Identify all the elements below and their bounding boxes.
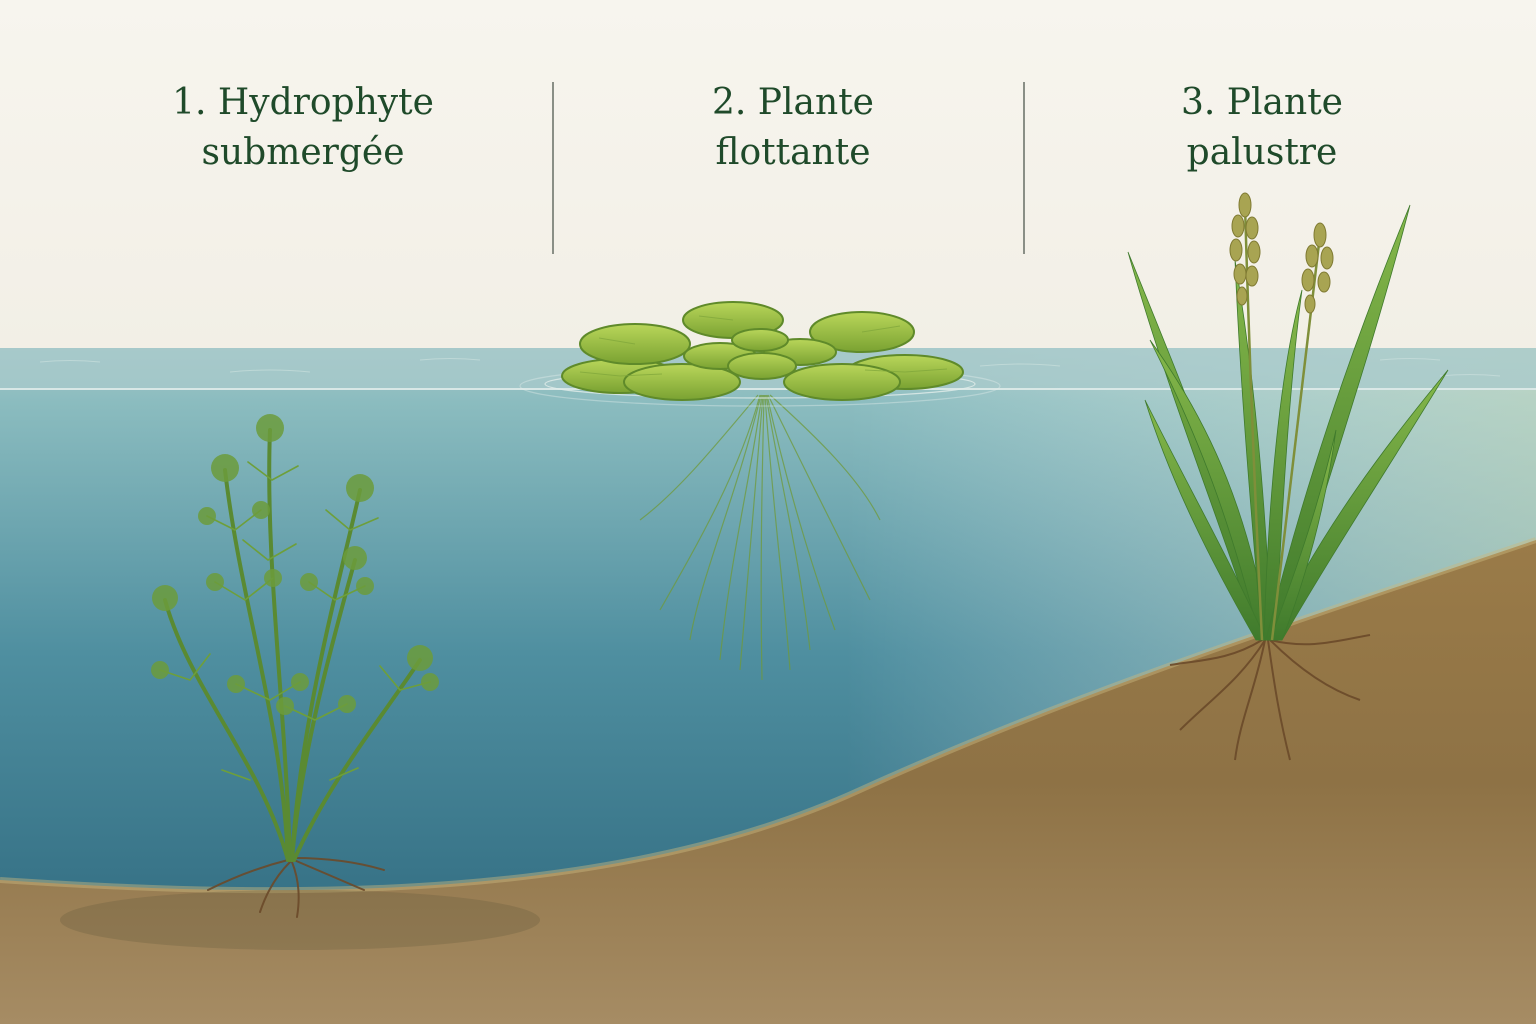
column-divider [552,82,554,254]
label-submerged-hydrophyte: 1. Hydrophyte submergée [93,78,513,178]
column-divider [1023,82,1025,254]
label-line: 3. Plante [1052,78,1472,128]
label-line: submergée [93,128,513,178]
label-line: 1. Hydrophyte [93,78,513,128]
label-line: palustre [1052,128,1472,178]
label-line: 2. Plante [583,78,1003,128]
label-floating-plant: 2. Plante flottante [583,78,1003,178]
label-marsh-plant: 3. Plante palustre [1052,78,1472,178]
label-line: flottante [583,128,1003,178]
